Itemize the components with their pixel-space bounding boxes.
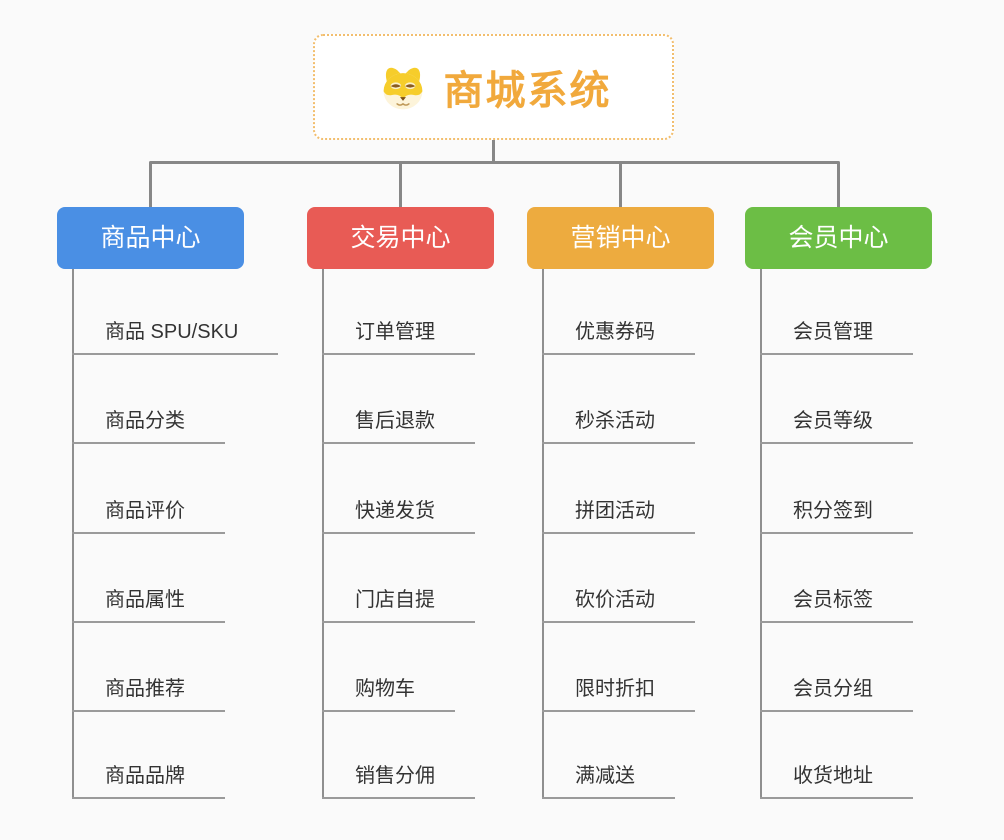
leaf-item[interactable]: 订单管理: [322, 317, 475, 355]
leaf-item[interactable]: 商品 SPU/SKU: [72, 317, 279, 355]
leaf-item[interactable]: 会员分组: [760, 674, 913, 712]
branch-trunk-line: [760, 269, 762, 799]
leaf-item[interactable]: 商品推荐: [72, 674, 225, 712]
branch-node[interactable]: 营销中心: [527, 207, 714, 269]
leaf-item[interactable]: 会员等级: [760, 406, 913, 444]
leaf-item[interactable]: 购物车: [322, 674, 455, 712]
leaf-item[interactable]: 商品品牌: [72, 761, 225, 799]
leaf-item[interactable]: 会员标签: [760, 585, 913, 623]
root-node[interactable]: 商城系统: [313, 34, 674, 140]
leaf-item[interactable]: 门店自提: [322, 585, 475, 623]
leaf-item[interactable]: 销售分佣: [322, 761, 475, 799]
dog-face-icon: [383, 67, 422, 110]
leaf-item[interactable]: 限时折扣: [542, 674, 695, 712]
leaf-item[interactable]: 商品分类: [72, 406, 225, 444]
leaf-item[interactable]: 优惠券码: [542, 317, 695, 355]
branch-node[interactable]: 会员中心: [745, 207, 932, 269]
leaf-item[interactable]: 收货地址: [760, 761, 913, 799]
branch-trunk-line: [322, 269, 324, 799]
connector-branch-drop: [399, 163, 402, 207]
branch-node[interactable]: 商品中心: [57, 207, 244, 269]
leaf-item[interactable]: 商品评价: [72, 496, 225, 534]
leaf-item[interactable]: 拼团活动: [542, 496, 695, 534]
branch-trunk-line: [72, 269, 74, 799]
leaf-item[interactable]: 秒杀活动: [542, 406, 695, 444]
leaf-item[interactable]: 售后退款: [322, 406, 475, 444]
branch-node[interactable]: 交易中心: [307, 207, 494, 269]
leaf-item[interactable]: 积分签到: [760, 496, 913, 534]
branch-trunk-line: [542, 269, 544, 799]
leaf-item[interactable]: 商品属性: [72, 585, 225, 623]
leaf-item[interactable]: 快递发货: [322, 496, 475, 534]
connector-branch-drop: [837, 163, 840, 207]
connector-horizontal: [149, 161, 840, 164]
leaf-item[interactable]: 满减送: [542, 761, 675, 799]
connector-branch-drop: [149, 163, 152, 207]
connector-branch-drop: [619, 163, 622, 207]
leaf-item[interactable]: 砍价活动: [542, 585, 695, 623]
leaf-item[interactable]: 会员管理: [760, 317, 913, 355]
root-title: 商城系统: [443, 69, 612, 113]
connector-root-drop: [492, 140, 495, 164]
